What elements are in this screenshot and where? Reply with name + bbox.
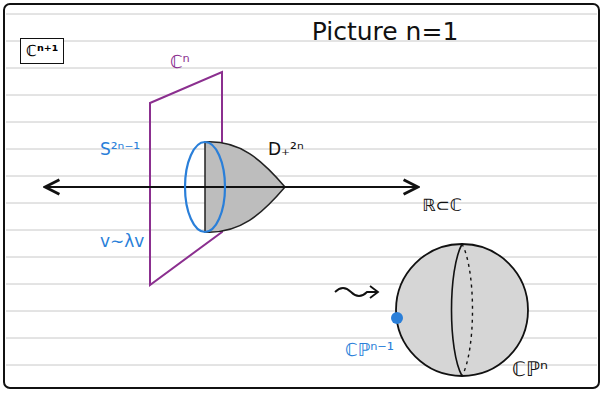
- axis-label: ℝ⊂ℂ: [422, 196, 462, 215]
- plane-label: ℂⁿ: [170, 52, 190, 72]
- title: Picture n=1: [312, 18, 459, 46]
- point: [391, 312, 403, 324]
- disk-label: D₊²ⁿ: [268, 140, 304, 159]
- sphere-label: S²ⁿ⁻¹: [100, 140, 140, 159]
- space-label: ℂℙⁿ: [512, 358, 548, 380]
- squiggle-arrow: [335, 286, 378, 298]
- frame: [4, 4, 599, 388]
- sphere-cpn: [396, 244, 528, 376]
- real-axis: [45, 186, 418, 188]
- space-label: ℂⁿ⁺¹: [26, 42, 58, 60]
- space-box: ℂⁿ⁺¹: [20, 38, 64, 64]
- relation-label: v∼λv: [100, 232, 144, 251]
- meridian: [452, 244, 463, 376]
- sphere: [185, 142, 225, 232]
- meridian-back: [462, 244, 473, 376]
- point-label: ℂℙⁿ⁻¹: [345, 340, 394, 360]
